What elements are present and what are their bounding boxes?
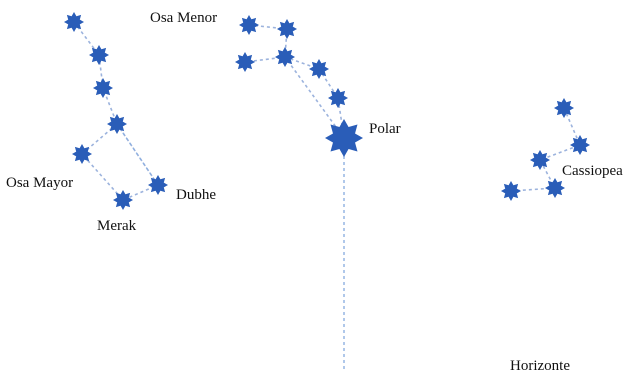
pointer-lines [116, 123, 345, 372]
label-horizonte: Horizonte [510, 358, 570, 374]
label-osa-mayor: Osa Mayor [6, 175, 73, 191]
cassiopea-lines [510, 107, 582, 192]
star-icon [277, 19, 297, 39]
label-polar: Polar [369, 121, 401, 137]
star-icon [89, 45, 109, 65]
star-icon [72, 144, 92, 164]
star-icon [328, 88, 348, 108]
cassiopea-stars [501, 98, 590, 201]
label-merak: Merak [97, 218, 137, 234]
label-dubhe: Dubhe [176, 187, 216, 203]
star-icon [64, 12, 84, 32]
star-icon [275, 47, 295, 67]
star-icon [239, 15, 259, 35]
star-icon [309, 59, 329, 79]
star-icon [501, 181, 521, 201]
star-icon [554, 98, 574, 118]
star-icon [235, 52, 255, 72]
star-icon [107, 114, 127, 134]
merak-star-icon [113, 190, 133, 210]
star-icon [545, 178, 565, 198]
star-icon [530, 150, 550, 170]
osa-menor-stars [235, 15, 363, 157]
star-icon [93, 78, 113, 98]
dubhe-pointer-line [116, 123, 159, 186]
polar-star-icon [325, 119, 363, 157]
osa-mayor-lines [73, 21, 160, 201]
label-cassiopea: Cassiopea [562, 163, 623, 179]
star-icon [570, 135, 590, 155]
osa-mayor-stars [64, 12, 168, 210]
osa-menor-lines [244, 24, 345, 139]
dubhe-star-icon [148, 175, 168, 195]
label-osa-menor: Osa Menor [150, 10, 217, 26]
labels: Osa Mayor Merak Dubhe Osa Menor Polar Ca… [6, 10, 623, 374]
